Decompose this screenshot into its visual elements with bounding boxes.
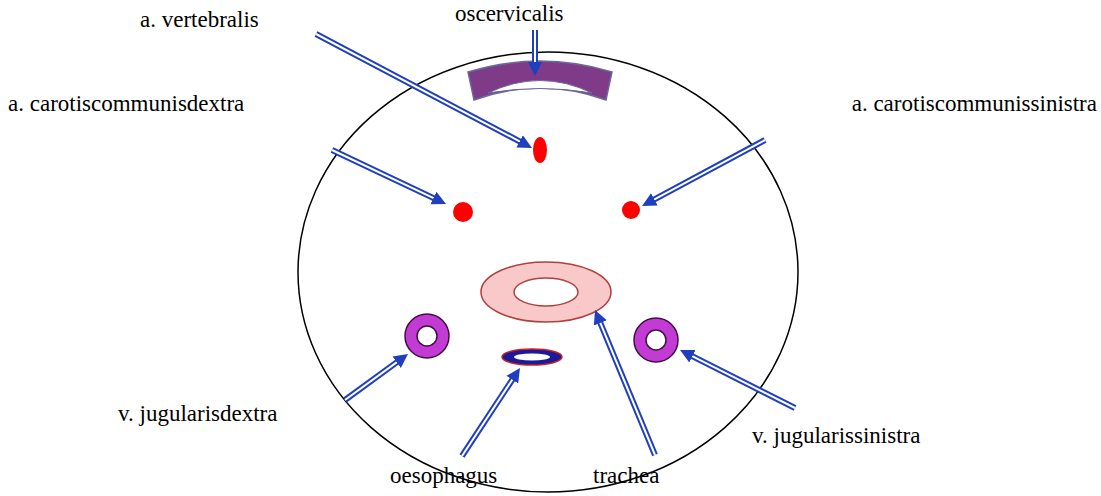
leader-line [332, 150, 435, 199]
vertebral-artery [533, 137, 547, 163]
jugular-vein [634, 318, 678, 362]
leader-line [653, 140, 765, 200]
leader-line [462, 378, 513, 456]
part-label: v. jugularisdextra [118, 400, 277, 428]
jugular-vein [405, 314, 449, 358]
part-label: a. carotiscommunisdextra [8, 90, 244, 118]
leader-line [332, 150, 435, 199]
leader-line [653, 140, 765, 200]
leader-line [462, 378, 513, 456]
vertebra-shape [468, 61, 612, 100]
part-label: oesophagus [390, 462, 497, 490]
oesophagus-wall [502, 349, 562, 365]
jugular-lumen [646, 330, 666, 350]
leader-line [600, 321, 655, 455]
leader-arrows [316, 30, 795, 456]
part-label: a. carotiscommunissinistra [852, 90, 1097, 118]
carotid-artery [453, 202, 473, 222]
jugular-lumen [417, 326, 437, 346]
leader-line [691, 355, 795, 408]
oesophagus-lumen [514, 354, 550, 361]
trachea-ring [481, 262, 611, 322]
neck-outline [298, 52, 798, 492]
leader-line [691, 355, 795, 408]
leader-line [532, 30, 538, 64]
leader-line [534, 30, 536, 64]
part-label: a. vertebralis [140, 6, 259, 34]
leader-line [345, 361, 398, 400]
trachea-lumen [514, 278, 578, 306]
part-label: v. jugularissinistra [752, 422, 920, 450]
leader-line [345, 361, 398, 400]
part-label: trachea [593, 462, 659, 490]
leader-line [316, 34, 521, 142]
carotid-artery [622, 201, 640, 219]
vertebral-canal [488, 81, 592, 94]
leader-line [600, 321, 655, 455]
leader-line [316, 34, 521, 142]
part-label: oscervicalis [455, 0, 564, 28]
